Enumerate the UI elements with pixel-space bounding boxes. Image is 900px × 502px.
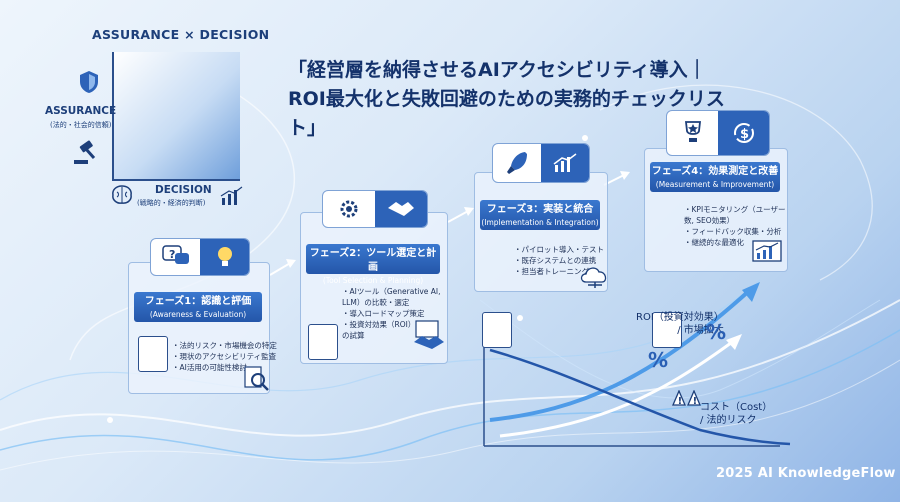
warning-icon: ! ! (672, 390, 701, 407)
list-item: ・法的リスク・市場機会の特定 (172, 341, 277, 350)
magnifier-icon (244, 366, 269, 391)
svg-text:$: $ (740, 127, 749, 142)
phase-4-title: フェーズ4：効果測定と改善 (651, 166, 779, 177)
phase-1-subtitle: (Awareness & Evaluation) (149, 310, 247, 319)
bar-chart-icon (220, 186, 243, 205)
svg-text:!: ! (693, 396, 698, 407)
title-line-1: 「経営層を納得させるAIアクセシビリティ導入｜ (288, 59, 707, 81)
phase-4-header: フェーズ4：効果測定と改善 (Measurement & Improvement… (650, 162, 780, 192)
matrix-x-axis-sub: (戦略的・経済的判断) (137, 199, 206, 207)
phase-2-title: フェーズ2：ツール選定と計画 (309, 248, 437, 273)
list-item: ・導入ロードマップ策定 (342, 309, 425, 318)
cost-trend-line (489, 348, 791, 446)
shield-icon (80, 71, 98, 93)
checklist-icon (308, 324, 338, 360)
checklist-icon (482, 312, 512, 348)
roi-label-line-2: / 市場拡大 (677, 325, 724, 336)
list-item: の試算 (342, 331, 365, 340)
checklist-icon (138, 336, 168, 372)
list-item: ・現状のアクセシビリティ監査 (172, 352, 277, 361)
document-handshake-icon (414, 320, 444, 349)
list-item: 数, SEO効果） (684, 216, 735, 225)
monitor-chart-icon (752, 240, 782, 262)
phase-4-items: ・KPIモニタリング（ユーザー 数, SEO効果） ・フィードバック収集・分析 … (684, 204, 786, 248)
phase-3-subtitle: (Implementation & Integration) (481, 218, 599, 227)
phase-1-title: フェーズ1：認識と評価 (144, 296, 252, 307)
matrix-y-axis-label: ASSURANCE (45, 105, 117, 117)
page-title: 「経営層を納得させるAIアクセシビリティ導入｜ ROI最大化と失敗回避のための実… (288, 56, 728, 143)
title-line-2: ROI最大化と失敗回避のための実務的チェックリスト」 (288, 88, 725, 139)
list-item: ・パイロット導入・テスト (514, 245, 604, 254)
svg-text:!: ! (678, 396, 683, 407)
lightbulb-icon (217, 247, 232, 266)
phase-4-icons: $ (666, 110, 770, 156)
cost-label: コスト（Cost） / 法的リスク (700, 401, 772, 427)
phase-3-header: フェーズ3：実装と統合 (Implementation & Integratio… (480, 200, 600, 230)
list-item: ・フィードバック収集・分析 (684, 227, 782, 236)
cloud-icon (580, 267, 607, 288)
phase-4-subtitle: (Measurement & Improvement) (655, 180, 775, 189)
phase-2-subtitle: (Tool Selection & Planning) (322, 276, 424, 285)
growth-chart-icon (553, 153, 577, 172)
list-item: ・既存システムとの連携 (514, 256, 597, 265)
list-item: ・担当者トレーニング (514, 267, 589, 276)
roi-secondary-line (499, 338, 736, 438)
roi-label: ROI（投資対効果） / 市場拡大 (636, 311, 724, 337)
phase-1-icons: ? (150, 238, 250, 276)
phase-3-icons (492, 143, 590, 183)
matrix-y-axis-sub: (法的・社会的信頼) (50, 121, 112, 129)
phase-3-panel (474, 172, 608, 292)
brain-icon (112, 185, 132, 204)
phase-2-header: フェーズ2：ツール選定と計画 (Tool Selection & Plannin… (306, 244, 440, 285)
phase-2-items: ・AIツール（Generative AI, LLM）の比較・選定 ・導入ロードマ… (342, 286, 441, 341)
dollar-cycle-icon: $ (733, 123, 754, 143)
percent-icon: % (706, 320, 727, 344)
matrix-title: ASSURANCE × DECISION (92, 27, 270, 42)
cost-label-line-1: コスト（Cost） (700, 402, 773, 413)
phase-3-title: フェーズ3：実装と統合 (486, 204, 594, 215)
list-item: ・KPIモニタリング（ユーザー (684, 205, 786, 214)
trophy-icon (684, 121, 701, 142)
question-chat-icon: ? (161, 245, 189, 264)
phase-1-items: ・法的リスク・市場機会の特定 ・現状のアクセシビリティ監査 ・AI活用の可能性検… (172, 340, 277, 373)
roi-trend-line (489, 288, 752, 422)
svg-text:?: ? (169, 248, 175, 261)
rocket-icon (507, 152, 527, 174)
matrix-x-axis-label: DECISION (155, 184, 212, 196)
footer-credit: 2025 AI KnowledgeFlow (716, 466, 896, 481)
gavel-icon (74, 140, 96, 164)
list-item: ・AI活用の可能性検討 (172, 363, 247, 372)
phase-2-icons (322, 190, 428, 228)
list-item: LLM）の比較・選定 (342, 298, 410, 307)
phase-1-header: フェーズ1：認識と評価 (Awareness & Evaluation) (134, 292, 262, 322)
assurance-decision-matrix (112, 52, 240, 181)
handshake-icon (388, 202, 414, 216)
list-item: ・AIツール（Generative AI, (342, 287, 441, 296)
percent-icon: % (648, 348, 669, 372)
cost-label-line-2: / 法的リスク (700, 415, 757, 426)
list-item: ・投資対効果（ROI） (342, 320, 416, 329)
roi-label-line-1: ROI（投資対効果） (636, 312, 724, 323)
list-item: ・継続的な最適化 (684, 238, 744, 247)
gear-icon (340, 200, 358, 218)
phase-3-items: ・パイロット導入・テスト ・既存システムとの連携 ・担当者トレーニング (514, 244, 604, 277)
checklist-icon (652, 312, 682, 348)
